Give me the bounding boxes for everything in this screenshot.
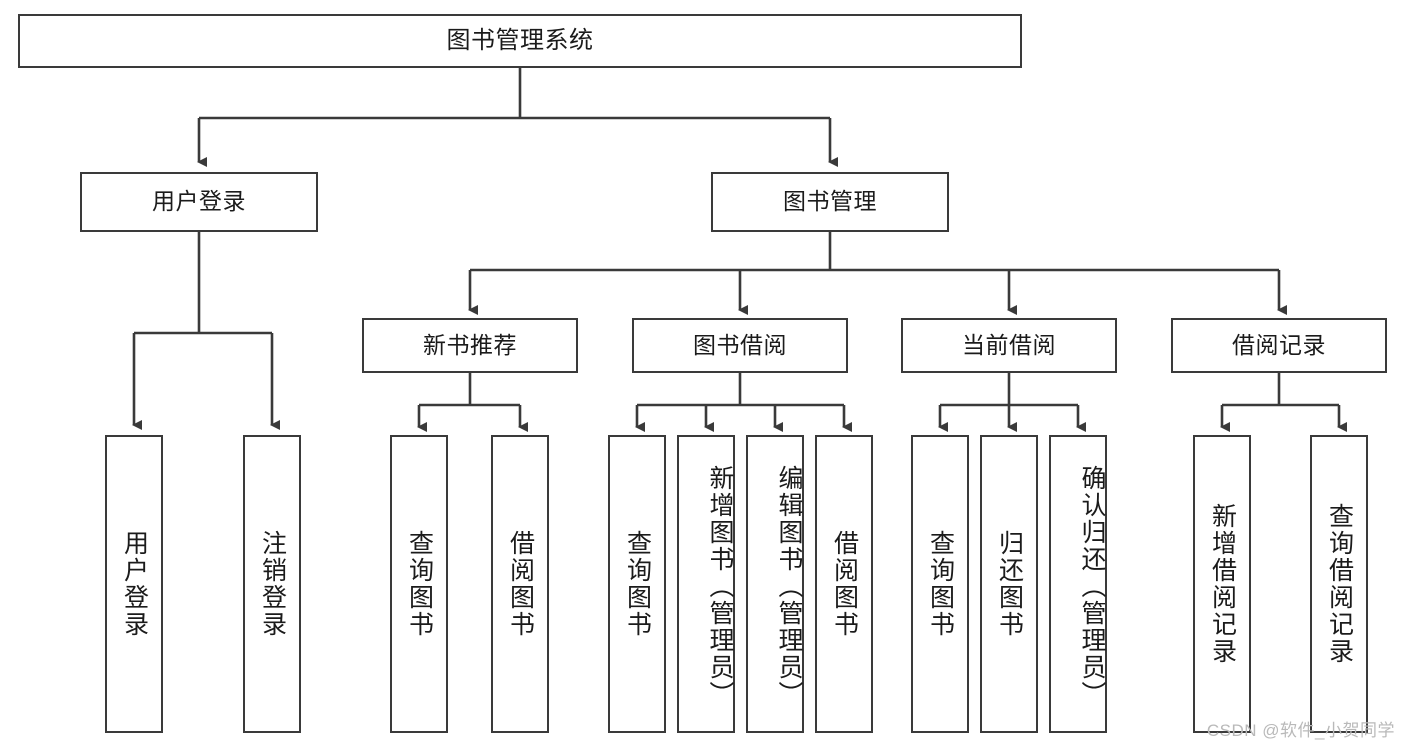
leaf-edit-book-admin-label: 编辑图书（管理员） xyxy=(775,464,803,708)
node-root-label: 图书管理系统 xyxy=(446,26,594,54)
leaf-borrow-query-book-label: 查询图书 xyxy=(623,530,652,638)
leaf-query-borrow-record-label: 查询借阅记录 xyxy=(1325,503,1354,665)
watermark: CSDN @软件_小贺同学 xyxy=(1206,721,1395,740)
leaf-logout[interactable]: 注销登录 xyxy=(243,435,301,733)
leaf-new-book-query[interactable]: 查询图书 xyxy=(390,435,448,733)
node-book-borrow-label: 图书借阅 xyxy=(693,331,787,358)
node-book-management-label: 图书管理 xyxy=(783,188,877,215)
leaf-confirm-return-admin[interactable]: 确认归还（管理员） xyxy=(1049,435,1107,733)
leaf-new-book-borrow-label: 借阅图书 xyxy=(506,530,535,638)
leaf-current-query-book-label: 查询图书 xyxy=(926,530,955,638)
leaf-add-book-admin[interactable]: 新增图书（管理员） xyxy=(677,435,735,733)
leaf-add-borrow-record[interactable]: 新增借阅记录 xyxy=(1193,435,1251,733)
leaf-new-book-query-label: 查询图书 xyxy=(405,530,434,638)
leaf-return-book[interactable]: 归还图书 xyxy=(980,435,1038,733)
leaf-user-login-label: 用户登录 xyxy=(120,530,149,638)
node-book-borrow[interactable]: 图书借阅 xyxy=(632,318,848,373)
leaf-add-book-admin-label: 新增图书（管理员） xyxy=(706,464,734,708)
leaf-return-book-label: 归还图书 xyxy=(995,530,1024,638)
leaf-user-login[interactable]: 用户登录 xyxy=(105,435,163,733)
leaf-edit-book-admin[interactable]: 编辑图书（管理员） xyxy=(746,435,804,733)
node-borrow-record-label: 借阅记录 xyxy=(1232,331,1326,358)
leaf-borrow-book[interactable]: 借阅图书 xyxy=(815,435,873,733)
node-current-borrow-label: 当前借阅 xyxy=(962,331,1056,358)
leaf-current-query-book[interactable]: 查询图书 xyxy=(911,435,969,733)
leaf-query-borrow-record[interactable]: 查询借阅记录 xyxy=(1310,435,1368,733)
node-root[interactable]: 图书管理系统 xyxy=(18,14,1022,68)
node-user-login[interactable]: 用户登录 xyxy=(80,172,318,232)
node-user-login-label: 用户登录 xyxy=(152,188,246,215)
leaf-borrow-book-label: 借阅图书 xyxy=(830,530,859,638)
node-current-borrow[interactable]: 当前借阅 xyxy=(901,318,1117,373)
leaf-add-borrow-record-label: 新增借阅记录 xyxy=(1208,503,1237,665)
node-new-book-recommend[interactable]: 新书推荐 xyxy=(362,318,578,373)
leaf-new-book-borrow[interactable]: 借阅图书 xyxy=(491,435,549,733)
leaf-logout-label: 注销登录 xyxy=(258,530,287,638)
node-borrow-record[interactable]: 借阅记录 xyxy=(1171,318,1387,373)
leaf-borrow-query-book[interactable]: 查询图书 xyxy=(608,435,666,733)
node-book-management[interactable]: 图书管理 xyxy=(711,172,949,232)
leaf-confirm-return-admin-label: 确认归还（管理员） xyxy=(1078,464,1106,708)
node-new-book-recommend-label: 新书推荐 xyxy=(423,331,517,358)
